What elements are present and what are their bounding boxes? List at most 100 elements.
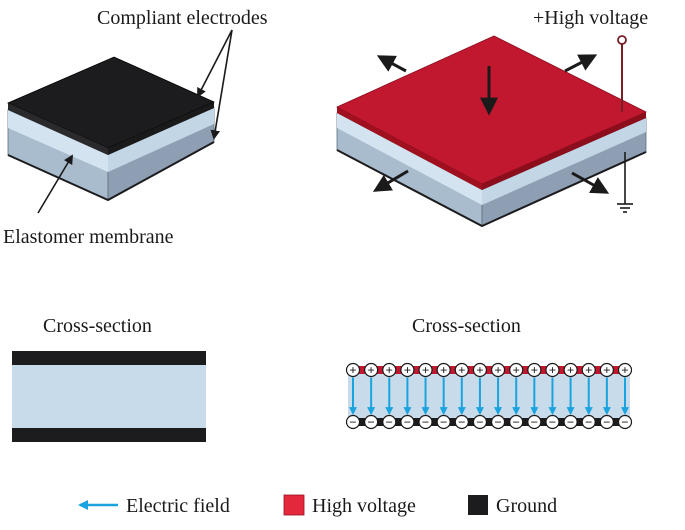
positive-charge-icon bbox=[345, 362, 361, 378]
negative-charge-symbol: − bbox=[603, 415, 610, 430]
top-electrode-black-edge-right bbox=[108, 102, 214, 155]
negative-charge-icon bbox=[490, 414, 506, 430]
unactuated-actuator: Compliant electrodes Elastomer membrane bbox=[3, 7, 268, 248]
positive-charge-symbol: + bbox=[621, 363, 628, 378]
actuated-cross-section-top-electrode bbox=[348, 366, 630, 374]
ground-symbol-icon bbox=[617, 203, 633, 213]
positive-charge-symbol: + bbox=[422, 363, 429, 378]
actuated-membrane-light-band-right bbox=[482, 118, 646, 205]
expansion-arrow-top-left bbox=[376, 55, 407, 73]
negative-charge-icon bbox=[617, 414, 633, 430]
positive-charge-icon bbox=[400, 362, 415, 378]
legend: Electric field High voltage Ground bbox=[78, 494, 557, 517]
negative-charge-icon bbox=[382, 414, 397, 430]
actuated-membrane-light-band bbox=[337, 113, 482, 205]
positive-charge-symbol: + bbox=[367, 363, 374, 378]
negative-charge-icon bbox=[545, 414, 560, 430]
positive-charge-icon bbox=[472, 362, 488, 378]
positive-charge-icon bbox=[545, 362, 560, 378]
negative-charge-icon bbox=[581, 414, 596, 430]
positive-charge-symbol: + bbox=[512, 363, 519, 378]
positive-charge-symbol: + bbox=[386, 363, 393, 378]
negative-charge-symbol: − bbox=[367, 415, 374, 430]
legend-ground-swatch bbox=[468, 495, 488, 515]
negative-charge-icon bbox=[400, 414, 415, 430]
positive-charge-icon bbox=[509, 362, 524, 378]
negative-charge-symbol: − bbox=[585, 415, 592, 430]
membrane-light-band bbox=[8, 110, 108, 172]
negative-charge-symbol: − bbox=[549, 415, 556, 430]
actuated-cross-section-bottom-electrode bbox=[348, 418, 630, 426]
positive-charge-symbol: + bbox=[349, 363, 356, 378]
membrane-light-band-right bbox=[108, 108, 214, 172]
positive-charge-icon bbox=[382, 362, 397, 378]
high-voltage-label: +High voltage bbox=[533, 7, 648, 29]
positive-charge-symbol: + bbox=[404, 363, 411, 378]
cross-section-right-label: Cross-section bbox=[412, 315, 521, 337]
negative-charge-symbol: − bbox=[422, 415, 429, 430]
expansion-arrow-bottom-left bbox=[372, 169, 409, 192]
cross-section-bottom-electrode bbox=[12, 428, 206, 442]
negative-charge-symbol: − bbox=[404, 415, 411, 430]
actuated-actuator: +High voltage bbox=[336, 7, 648, 228]
positive-charge-icon bbox=[617, 362, 633, 378]
pointer-line-top-electrode bbox=[197, 29, 233, 98]
positive-charge-icon bbox=[436, 362, 451, 378]
compliant-electrodes-label: Compliant electrodes bbox=[97, 7, 268, 29]
negative-charge-symbol: − bbox=[567, 415, 574, 430]
legend-high-voltage-label: High voltage bbox=[312, 495, 416, 517]
positive-charge-icon bbox=[599, 362, 614, 378]
negative-charge-icon bbox=[563, 414, 578, 430]
top-electrode-black-edge bbox=[8, 103, 108, 155]
pointer-line-bottom-electrode bbox=[210, 29, 233, 140]
positive-charge-symbol: + bbox=[567, 363, 574, 378]
positive-charge-symbol: + bbox=[476, 363, 483, 378]
actuated-cross-section-membrane bbox=[348, 372, 630, 418]
positive-charge-symbol: + bbox=[440, 363, 447, 378]
negative-charge-symbol: − bbox=[621, 415, 628, 430]
negative-charge-icon bbox=[599, 414, 614, 430]
negative-charge-symbol: − bbox=[531, 415, 538, 430]
cross-section-left-label: Cross-section bbox=[43, 315, 152, 337]
positive-charge-symbol: + bbox=[531, 363, 538, 378]
positive-charge-symbol: + bbox=[585, 363, 592, 378]
negative-charge-symbol: − bbox=[386, 415, 393, 430]
positive-charge-icon bbox=[563, 362, 578, 378]
negative-charge-symbol: − bbox=[440, 415, 447, 430]
expansion-arrow-top-right bbox=[564, 54, 598, 73]
negative-charge-icon bbox=[472, 414, 488, 430]
negative-charge-icon bbox=[436, 414, 451, 430]
negative-charge-icon bbox=[527, 414, 542, 430]
positive-charge-icon bbox=[527, 362, 542, 378]
positive-charge-symbol: + bbox=[549, 363, 556, 378]
legend-electric-field-label: Electric field bbox=[126, 495, 230, 517]
negative-charge-symbol: − bbox=[494, 415, 501, 430]
high-voltage-terminal bbox=[617, 35, 627, 45]
top-electrode-red-edge bbox=[337, 107, 482, 190]
positive-charge-icon bbox=[490, 362, 506, 378]
cross-section-top-electrode bbox=[12, 351, 206, 365]
negative-charge-symbol: − bbox=[349, 415, 356, 430]
cross-section-actuated: Cross-section + − + − + − + − + − + − + − + − + − + − + − + − + −… bbox=[345, 315, 633, 430]
positive-charge-icon bbox=[364, 362, 379, 378]
legend-high-voltage-swatch bbox=[283, 494, 305, 516]
negative-charge-symbol: − bbox=[458, 415, 465, 430]
negative-charge-symbol: − bbox=[512, 415, 519, 430]
positive-charge-icon bbox=[418, 362, 433, 378]
legend-ground-label: Ground bbox=[496, 495, 557, 517]
negative-charge-icon bbox=[345, 414, 361, 430]
negative-charge-symbol: − bbox=[476, 415, 483, 430]
positive-charge-symbol: + bbox=[458, 363, 465, 378]
cross-section-unactuated: Cross-section bbox=[12, 315, 206, 442]
positive-charge-symbol: + bbox=[603, 363, 610, 378]
negative-charge-icon bbox=[364, 414, 379, 430]
positive-charge-icon bbox=[454, 362, 469, 378]
charge-and-field-layer: + − + − + − + − + − + − + − + − + − + − + − + − + − + − + − + − bbox=[345, 362, 633, 430]
bottom-electrode-edge bbox=[7, 141, 215, 202]
positive-charge-symbol: + bbox=[494, 363, 501, 378]
expansion-arrow-bottom-right bbox=[571, 171, 610, 194]
cross-section-membrane bbox=[12, 364, 206, 428]
pointer-line-membrane bbox=[37, 154, 73, 214]
positive-charge-icon bbox=[581, 362, 596, 378]
